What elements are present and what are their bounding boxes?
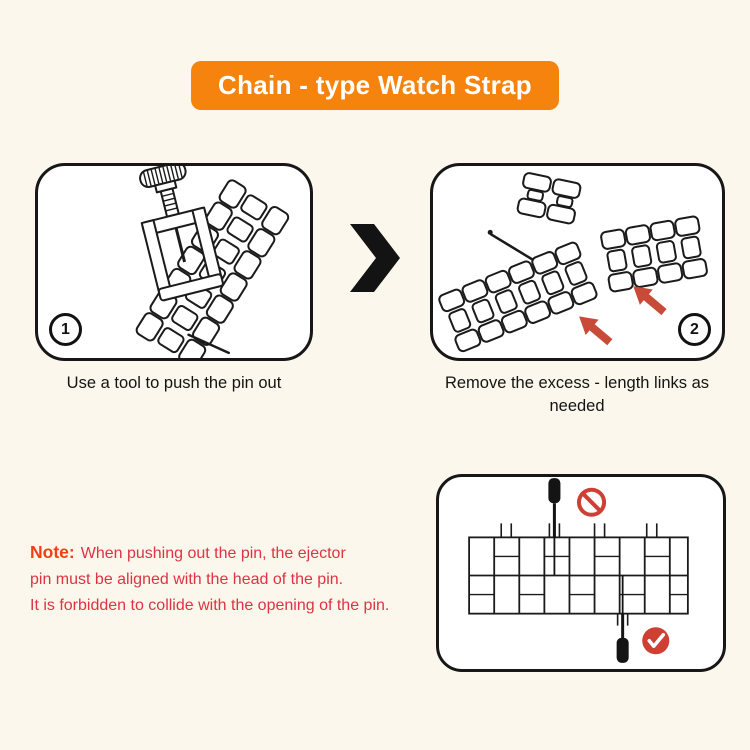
- note-line3: It is forbidden to collide with the open…: [30, 596, 390, 614]
- title-banner: Chain - type Watch Strap: [191, 61, 559, 110]
- note-line2: pin must be aligned with the head of the…: [30, 570, 344, 588]
- check-icon: [642, 627, 670, 655]
- note-line1: When pushing out the pin, the ejector: [80, 545, 346, 562]
- note: Note: When pushing out the pin, the eject…: [30, 538, 482, 619]
- loose-pin: [487, 229, 539, 264]
- strap-band-lower: [436, 240, 600, 354]
- note-label: Note:: [30, 542, 75, 562]
- tool-pushing-pin-illustration: [133, 166, 292, 358]
- pin-alignment-panel: [436, 474, 726, 672]
- strap-side-view: [468, 523, 689, 615]
- pin-alignment-illustration: [468, 478, 689, 663]
- detached-links: [516, 172, 582, 225]
- strap-band-upper: [599, 214, 709, 294]
- chevron-right-icon: [350, 224, 400, 292]
- pushed-pin: [187, 333, 230, 355]
- remove-links-illustration: [436, 172, 709, 354]
- step2-panel: 2: [430, 163, 725, 361]
- ejector-pin-bottom: [616, 575, 629, 663]
- ejector-pin-top: [548, 478, 561, 576]
- red-arrow-icon: [572, 308, 617, 350]
- step1-caption: Use a tool to push the pin out: [66, 374, 282, 392]
- step2-caption: Remove the excess - length links as need…: [444, 374, 710, 416]
- step1-panel: 1: [35, 163, 313, 361]
- link-remover-tool: [139, 166, 224, 302]
- step1-number-badge: 1: [49, 313, 82, 346]
- prohibition-icon: [576, 487, 607, 517]
- step2-number-badge: 2: [678, 313, 711, 346]
